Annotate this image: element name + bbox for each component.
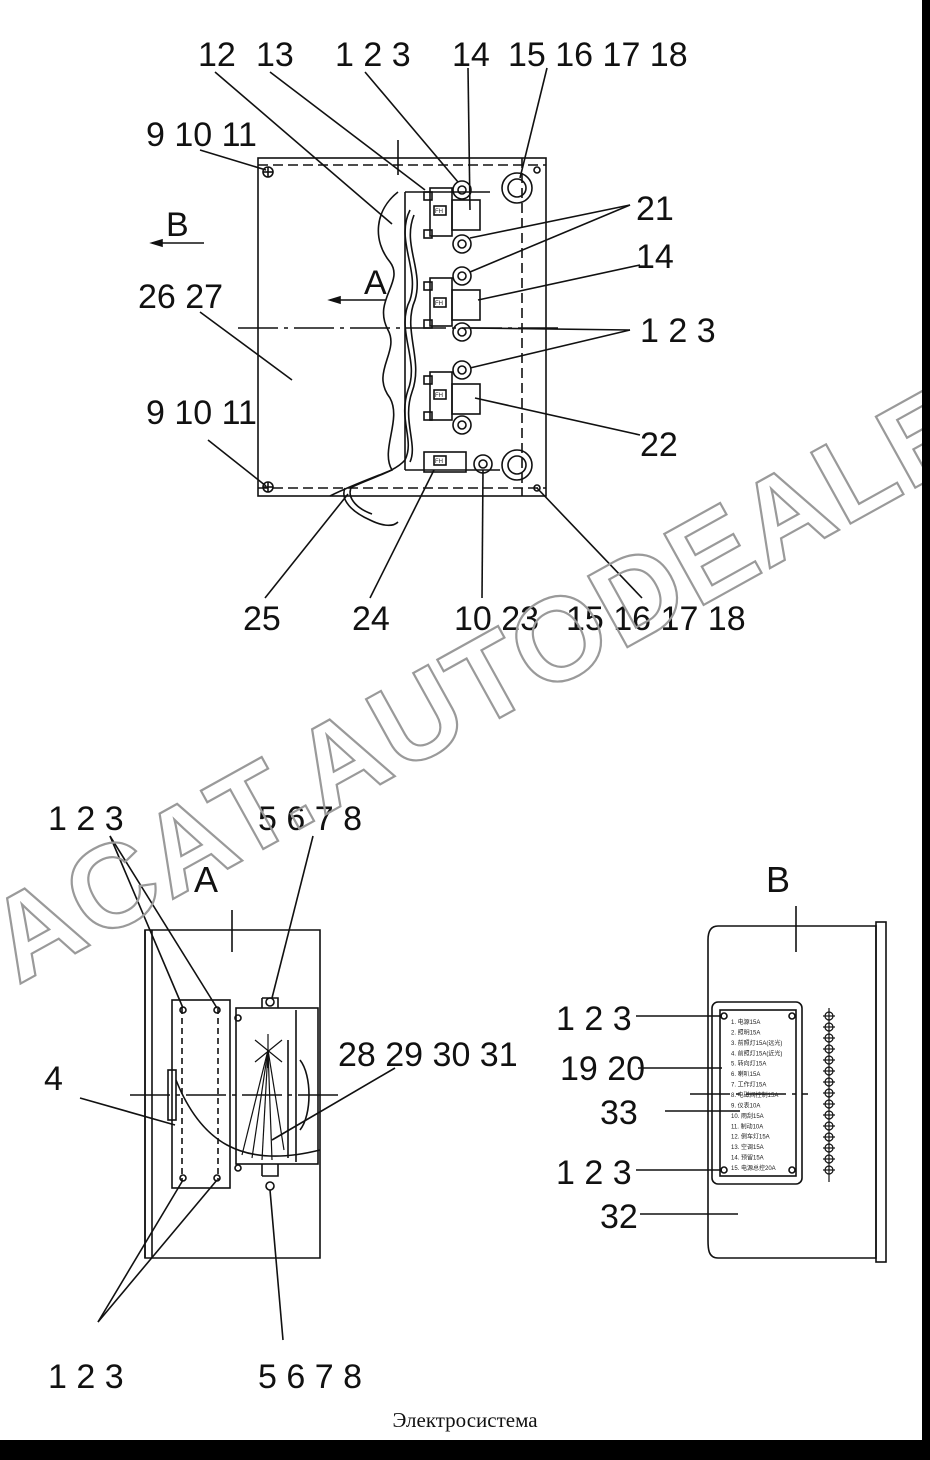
label-21: 21 [636,190,674,228]
label-a-5-8-top: 5 6 7 8 [258,800,362,838]
label-view-a-arrow: A [364,264,387,302]
drawing-caption: Электросистема [392,1408,538,1432]
fuse-label-plate [711,1001,803,1185]
relay-tag-3: FH [435,393,443,399]
view-b-housing [707,925,877,1259]
label-15-18-top: 15 16 17 18 [508,36,688,74]
relay-tag-1: FH [435,209,443,215]
label-14-top: 14 [452,36,490,74]
label-a-28-31: 28 29 30 31 [338,1036,518,1074]
fuse-label-line: 6. 喇叭15A [731,1070,760,1078]
label-25: 25 [243,600,281,638]
relay-tag-bottom: FH [435,459,443,465]
fuse-label-line: 4. 前照灯15A(近光) [731,1049,782,1057]
fuse-label-line: 3. 前照灯15A(远光) [731,1039,782,1047]
fuse-label-line: 5. 转向灯15A [731,1060,766,1068]
label-a-5-8-bottom: 5 6 7 8 [258,1358,362,1396]
label-13: 13 [256,36,294,74]
grommet-top [501,172,533,204]
view-a-bracket [235,1007,319,1165]
fuse-label-line: 12. 倒车灯15A [731,1133,770,1141]
fuse-label-lines: 1. 电源15A 2. 照明15A 3. 前照灯15A(远光) 4. 前照灯15A(近… [731,1018,782,1172]
main-box-outline [257,157,547,497]
label-14-mid: 14 [636,238,674,276]
fuse-label-line: 13. 空调15A [731,1143,764,1151]
view-b [636,906,887,1263]
corner-screw-tr [533,166,541,174]
label-9-11-top: 9 10 11 [146,116,257,154]
label-b-19-20: 19 20 [560,1050,645,1088]
relay-group-2 [423,266,481,342]
view-a-left-panel [171,999,231,1189]
label-15-18-bottom: 15 16 17 18 [566,600,746,638]
label-1-2-3-mid: 1 2 3 [640,312,716,350]
fuse-label-line: 15. 电源总控20A [731,1164,776,1172]
label-1-2-3-top: 1 2 3 [335,36,411,74]
label-10-23: 10 23 [454,600,539,638]
fuse-label-line: 9. 仪表10A [731,1101,760,1109]
label-a-1-2-3-top: 1 2 3 [48,800,124,838]
label-a-4: 4 [44,1060,63,1098]
label-12: 12 [198,36,236,74]
label-b-1-2-3-top: 1 2 3 [556,1000,632,1038]
frame-bottom-edge [0,1440,930,1460]
view-a-title: A [194,859,218,900]
main-view [149,67,643,599]
fuse-label-line: 2. 照明15A [731,1029,760,1036]
relay-tag-2: FH [435,301,443,307]
relay-group-1 [423,180,481,254]
label-a-1-2-3-bottom: 1 2 3 [48,1358,124,1396]
fuse-label-line: 10. 雨刮15A [731,1112,764,1120]
label-b-1-2-3-bottom: 1 2 3 [556,1154,632,1192]
corner-screw-br [533,484,541,492]
fuse-label-line: 7. 工作灯15A [731,1081,766,1089]
label-9-11-bottom: 9 10 11 [146,394,257,432]
label-24: 24 [352,600,390,638]
fuse-label-line: 14. 预留15A [731,1154,764,1162]
label-view-b-arrow: B [166,206,189,244]
connector-fan [241,1034,285,1161]
corner-screw-bl [262,481,274,493]
fuse-label-line: 8. 电磁阀控制15A [731,1091,778,1099]
corner-screw-tl [262,166,274,178]
view-b-title: B [766,859,790,900]
label-26-27: 26 27 [138,278,223,316]
label-22: 22 [640,426,678,464]
frame-right-edge [922,0,930,1460]
fuse-label-line: 11. 制动10A [731,1122,763,1130]
grommet-bottom [501,449,533,481]
label-b-33: 33 [600,1094,638,1132]
view-a [79,835,396,1341]
fuse-label-line: 1. 电源15A [731,1018,760,1026]
label-b-32: 32 [600,1198,638,1236]
fuse-column [823,1008,835,1182]
relay-group-3 [423,360,481,435]
